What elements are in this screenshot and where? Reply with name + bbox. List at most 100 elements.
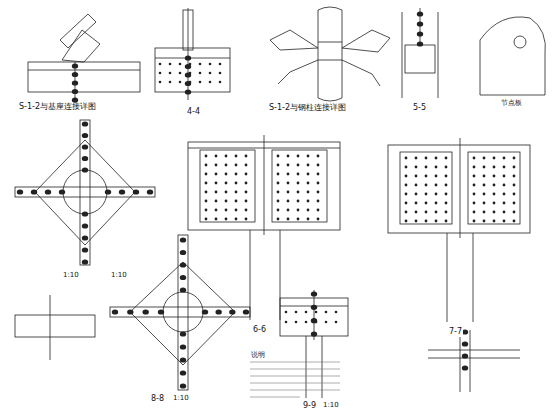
- bolt-nut: [180, 383, 186, 388]
- bolt: [305, 321, 308, 324]
- bolt: [503, 184, 506, 187]
- bolt: [415, 166, 418, 169]
- bolt: [245, 182, 248, 185]
- bolt-nut: [417, 41, 423, 46]
- bolt-nut: [215, 309, 221, 314]
- bolt: [425, 193, 428, 196]
- bolt: [503, 157, 506, 160]
- bolt: [425, 202, 428, 205]
- bolt-nut: [82, 223, 88, 228]
- bolt: [215, 182, 218, 185]
- bolt: [235, 164, 238, 167]
- bolt-nut: [180, 357, 186, 362]
- bolt: [169, 63, 172, 66]
- bolt-nut: [147, 189, 153, 194]
- bolt: [225, 155, 228, 158]
- bolt-nut: [82, 133, 88, 138]
- bolt-nut: [180, 237, 186, 242]
- bolt: [445, 193, 448, 196]
- bolt: [415, 211, 418, 214]
- bolt: [425, 220, 428, 223]
- bolt-nut: [82, 121, 88, 126]
- bolt: [483, 175, 486, 178]
- bolt: [225, 200, 228, 203]
- drawing-title: S-1-2与钢柱连接详图: [268, 104, 347, 113]
- bolt: [483, 166, 486, 169]
- bolt: [159, 81, 162, 84]
- bolt: [307, 200, 310, 203]
- bolt-nut: [72, 89, 78, 94]
- bolt: [225, 191, 228, 194]
- bolt: [317, 209, 320, 212]
- bolt: [317, 200, 320, 203]
- bolt-nut: [229, 309, 235, 314]
- bolt: [425, 166, 428, 169]
- bolt-nut: [180, 370, 186, 375]
- bolt-nut: [462, 365, 468, 370]
- bolt: [473, 202, 476, 205]
- bolt: [215, 200, 218, 203]
- bolt: [219, 72, 222, 75]
- bolt: [405, 184, 408, 187]
- bolt-nut: [82, 247, 88, 252]
- bolt-nut: [133, 189, 139, 194]
- scale: 1:10: [172, 395, 190, 403]
- section-mark: 4-4: [186, 108, 201, 117]
- bolt: [225, 209, 228, 212]
- bolt: [445, 157, 448, 160]
- bolt: [483, 184, 486, 187]
- bolt-nut: [82, 259, 88, 264]
- bolt: [219, 81, 222, 84]
- note-line: [250, 383, 340, 384]
- detail-9-small: [15, 295, 95, 360]
- bolt: [405, 157, 408, 160]
- bolt: [425, 211, 428, 214]
- bolt: [405, 193, 408, 196]
- bolt: [287, 182, 290, 185]
- bolt: [215, 173, 218, 176]
- bolt: [513, 202, 516, 205]
- bolt: [215, 209, 218, 212]
- bolt: [445, 202, 448, 205]
- bolt: [245, 218, 248, 221]
- bolt: [209, 81, 212, 84]
- bolt: [205, 182, 208, 185]
- bolt-nut: [417, 21, 423, 26]
- bolt-nut: [185, 72, 191, 77]
- bolt: [325, 311, 328, 314]
- bolt-nut: [82, 235, 88, 240]
- bolt-nut: [82, 156, 88, 161]
- bolt: [405, 220, 408, 223]
- bolt: [189, 72, 192, 75]
- bolt: [235, 155, 238, 158]
- bolt: [297, 173, 300, 176]
- bolt: [277, 218, 280, 221]
- bolt-nut: [311, 305, 317, 310]
- bolt: [215, 218, 218, 221]
- bolt: [445, 184, 448, 187]
- bolt: [445, 220, 448, 223]
- bolt: [493, 193, 496, 196]
- section-9-9: [280, 290, 348, 398]
- bolt: [209, 72, 212, 75]
- drawing-title: S-1-2与基座连接详图: [18, 103, 97, 112]
- bolt: [287, 155, 290, 158]
- bolt: [513, 184, 516, 187]
- bolt-nut: [202, 309, 208, 314]
- bolt: [287, 191, 290, 194]
- bolt-nut: [31, 189, 37, 194]
- bolt-nut: [180, 262, 186, 267]
- bolt: [245, 200, 248, 203]
- bolt: [405, 166, 408, 169]
- bolt-nut: [185, 55, 191, 60]
- bolt: [473, 193, 476, 196]
- bolt: [473, 175, 476, 178]
- bolt: [205, 164, 208, 167]
- bolt: [325, 321, 328, 324]
- bolt: [435, 175, 438, 178]
- bolt-nut: [180, 275, 186, 280]
- bolt: [285, 311, 288, 314]
- bolt-nut: [158, 309, 164, 314]
- bolt: [277, 209, 280, 212]
